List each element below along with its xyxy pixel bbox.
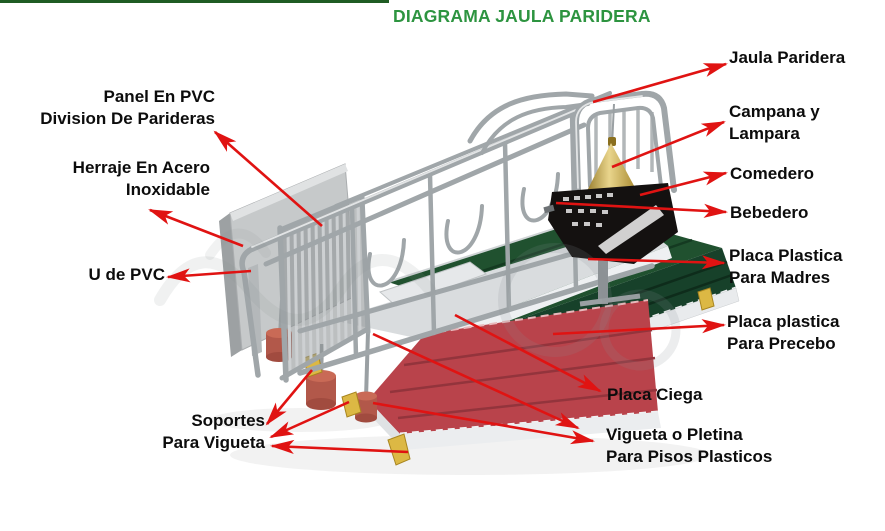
label-line: Para Vigueta bbox=[162, 433, 265, 452]
bow-bar bbox=[520, 172, 560, 223]
lamp-knob bbox=[608, 137, 616, 146]
label-line: U de PVC bbox=[88, 265, 165, 284]
arrow-panel-pvc bbox=[213, 130, 323, 227]
arrow-soportes-1 bbox=[265, 369, 313, 426]
label-line: Jaula Paridera bbox=[729, 48, 846, 67]
arrow-herraje bbox=[148, 208, 244, 248]
label-line: Herraje En Acero bbox=[72, 158, 210, 177]
ground-shadow bbox=[210, 408, 710, 475]
label-line: Soportes bbox=[191, 411, 265, 430]
label-line: Panel En PVC bbox=[103, 87, 215, 106]
label-placa-madres: Placa Plastica Para Madres bbox=[729, 245, 842, 289]
label-campana: Campana y Lampara bbox=[729, 101, 820, 145]
label-line: Comedero bbox=[730, 164, 815, 183]
arrow-campana bbox=[611, 120, 726, 169]
lamp-cone bbox=[584, 143, 640, 197]
arrow-bebedero bbox=[555, 201, 729, 218]
watermark bbox=[154, 228, 681, 371]
label-vigueta: Vigueta o Pletina Para Pisos Plasticos bbox=[606, 424, 772, 468]
arrow-soportes-3 bbox=[269, 439, 409, 455]
arrow-comedero bbox=[639, 171, 728, 197]
arrow-vigueta-2 bbox=[372, 401, 595, 445]
arrow-jaula bbox=[592, 62, 728, 104]
label-herraje: Herraje En Acero Inoxidable bbox=[73, 157, 210, 201]
gold-support bbox=[697, 287, 715, 311]
bow-bar bbox=[444, 204, 484, 255]
top-hoop bbox=[467, 91, 595, 144]
label-line: Para Madres bbox=[729, 268, 831, 287]
top-hoop-inner bbox=[480, 102, 590, 155]
label-line: Lampara bbox=[729, 124, 800, 143]
bow-bar bbox=[366, 238, 406, 288]
label-u-pvc: U de PVC bbox=[88, 264, 165, 286]
label-line: Placa Ciega bbox=[607, 385, 703, 404]
arrow-vigueta-1 bbox=[372, 332, 580, 430]
arrow-placa-madres bbox=[587, 255, 727, 270]
label-line: Para Pisos Plasticos bbox=[606, 447, 773, 466]
arrow-soportes-2 bbox=[269, 400, 350, 439]
drinker-nipple bbox=[543, 204, 555, 214]
label-placa-ciega: Placa Ciega bbox=[607, 384, 702, 406]
arrow-placa-precebo bbox=[552, 319, 727, 336]
label-comedero: Comedero bbox=[730, 163, 814, 185]
label-line: Placa Plastica bbox=[729, 246, 843, 265]
gold-support bbox=[387, 433, 411, 466]
label-soportes: Soportes Para Vigueta bbox=[162, 410, 265, 454]
callout-arrows bbox=[148, 62, 729, 455]
label-placa-precebo: Placa plastica Para Precebo bbox=[727, 311, 839, 355]
label-line: Bebedero bbox=[730, 203, 809, 222]
label-line: Campana y bbox=[729, 102, 820, 121]
label-line: Division De Parideras bbox=[40, 109, 215, 128]
label-panel-pvc: Panel En PVC Division De Parideras bbox=[40, 86, 215, 130]
label-line: Para Precebo bbox=[727, 334, 836, 353]
terracotta-foot bbox=[306, 370, 336, 410]
label-line: Inoxidable bbox=[125, 180, 210, 199]
gold-support bbox=[341, 391, 362, 418]
page-title: DIAGRAMA JAULA PARIDERA bbox=[393, 6, 651, 26]
arrow-u-pvc bbox=[165, 268, 252, 283]
arrow-placa-ciega bbox=[454, 313, 602, 393]
label-line: Placa plastica bbox=[727, 312, 840, 331]
label-bebedero: Bebedero bbox=[730, 202, 808, 224]
back-rail bbox=[334, 91, 612, 208]
label-jaula: Jaula Paridera bbox=[729, 47, 845, 69]
top-rule bbox=[0, 0, 389, 3]
label-line: Vigueta o Pletina bbox=[606, 425, 743, 444]
